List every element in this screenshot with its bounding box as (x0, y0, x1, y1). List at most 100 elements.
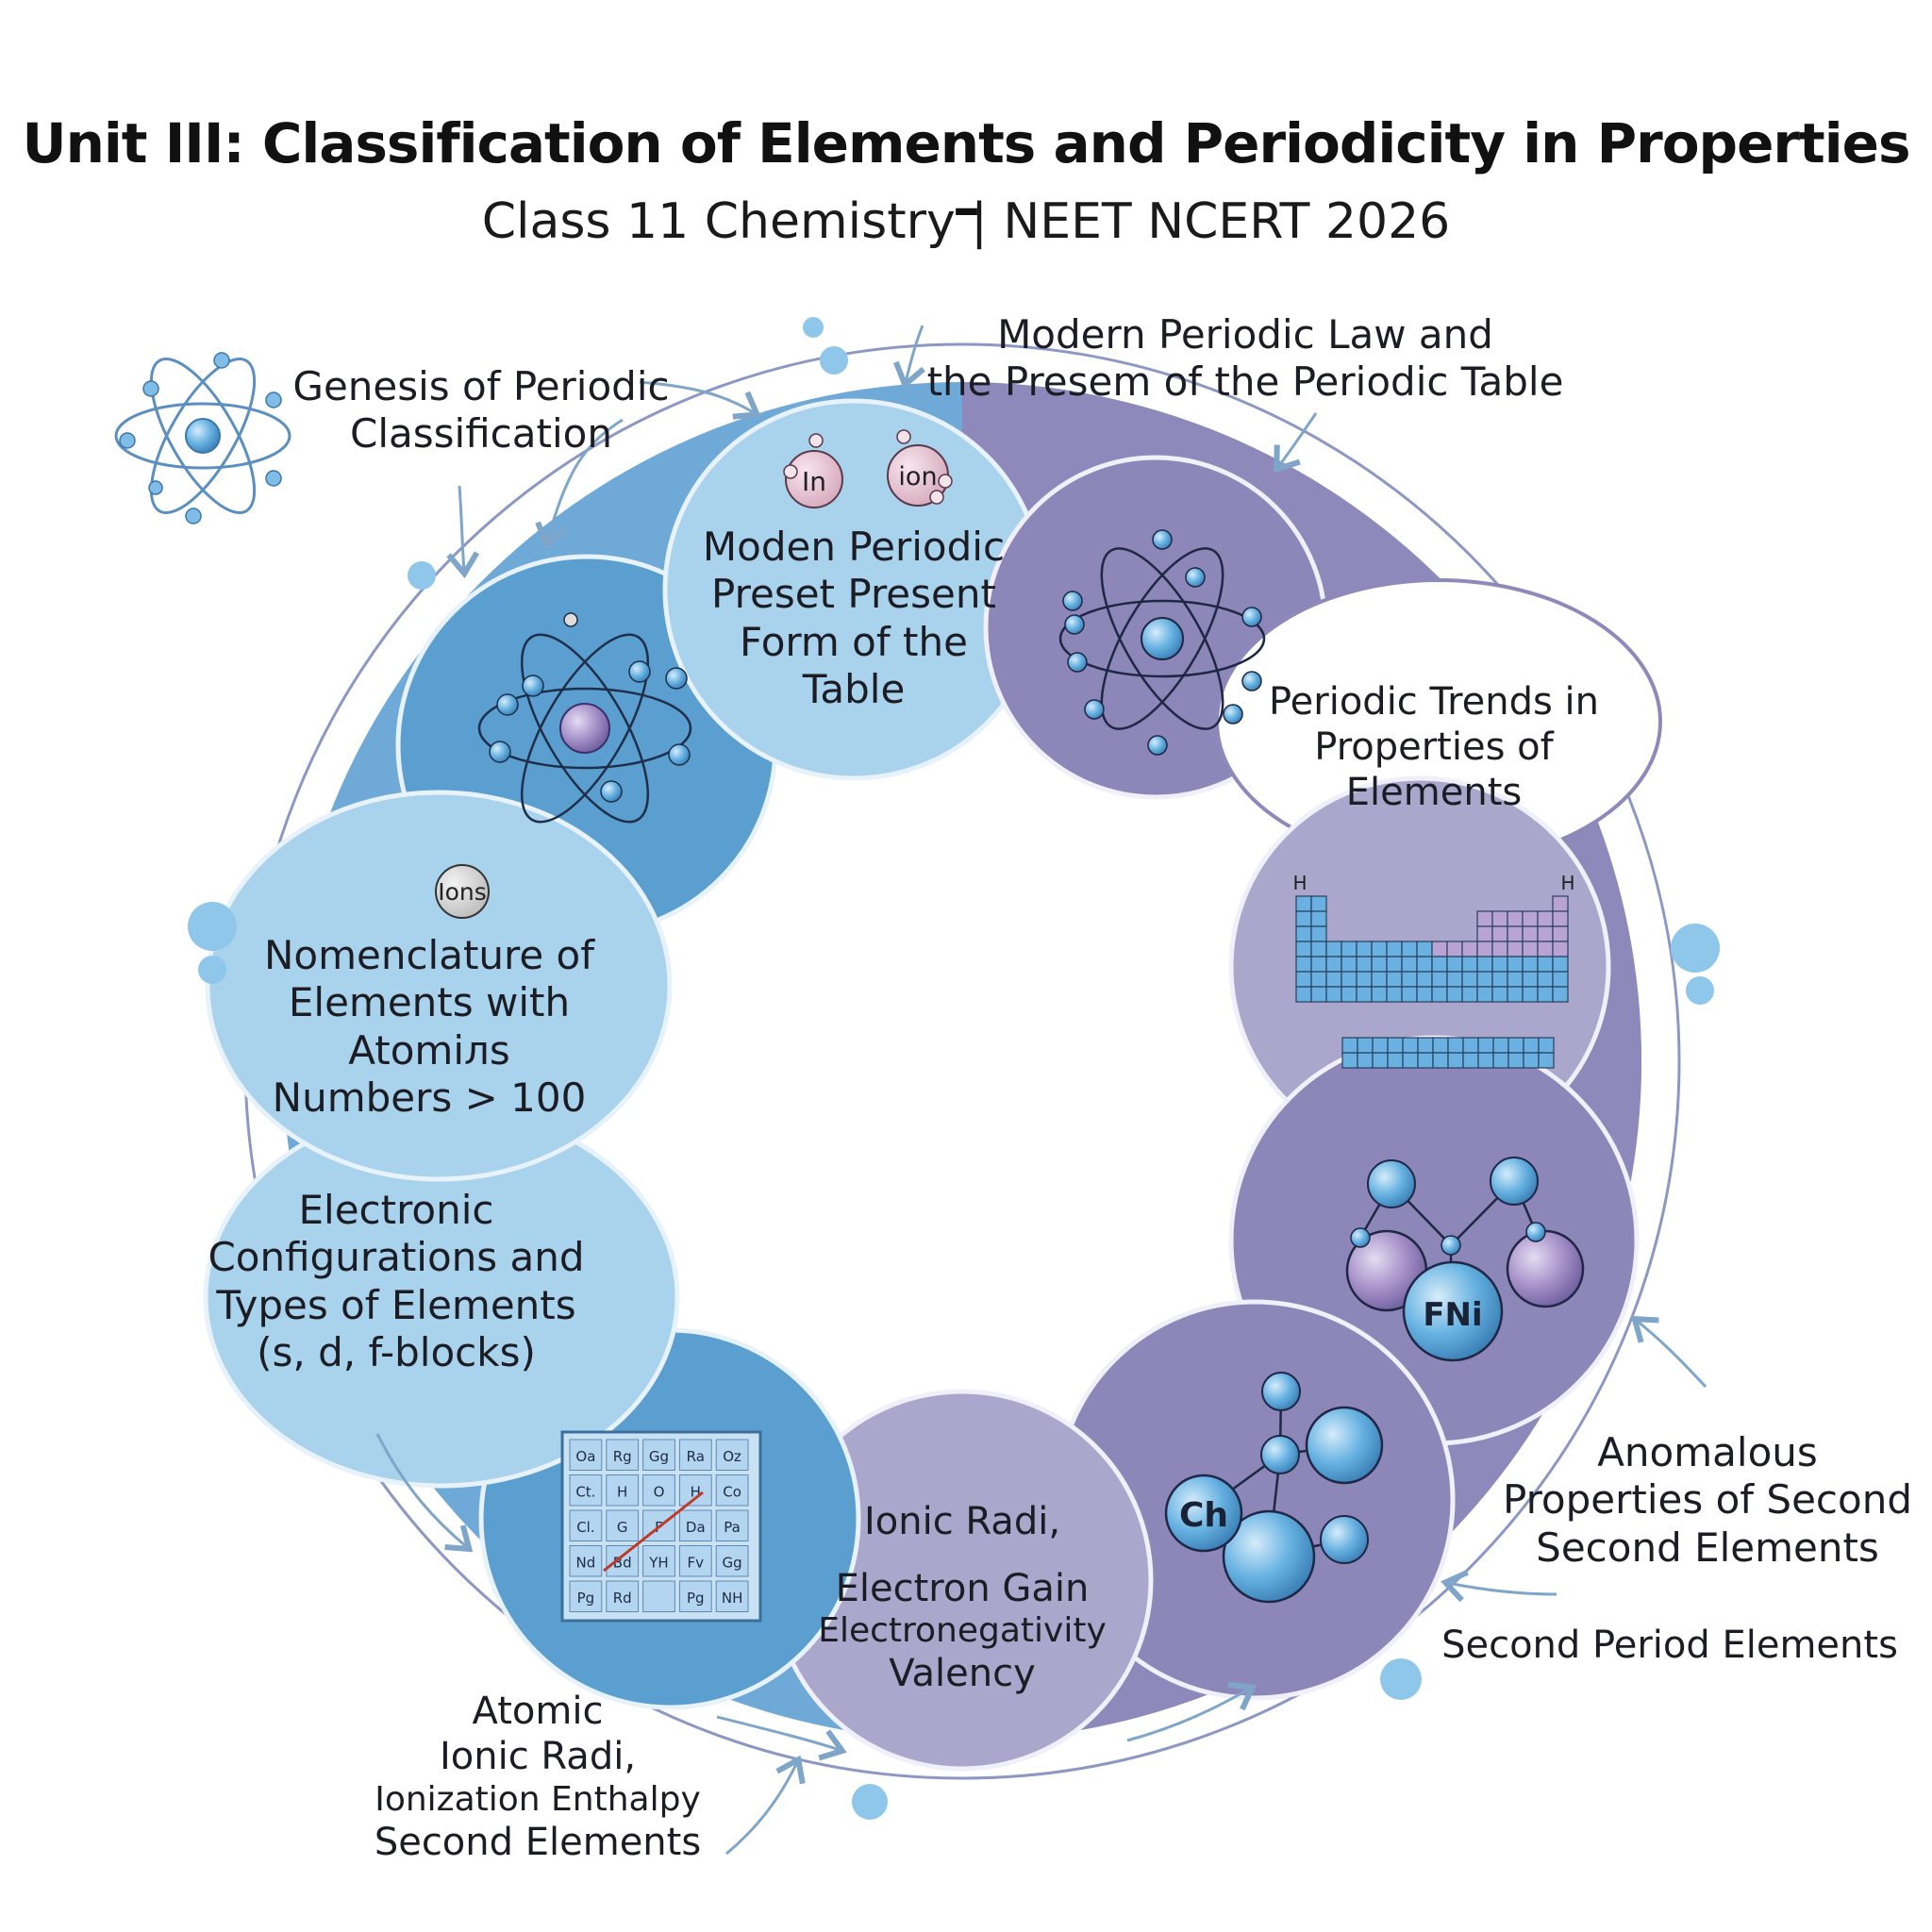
grid-symbol: YH (648, 1555, 668, 1572)
table-cell (1462, 1052, 1479, 1069)
grid-cell (606, 1545, 640, 1577)
h-label-left: H (1292, 872, 1307, 894)
grid-cell (678, 1474, 712, 1507)
ch-label: Ch (1179, 1496, 1228, 1535)
table-cell (1491, 925, 1508, 942)
table-cell (1295, 956, 1312, 973)
label-line: Moden Periodic (702, 524, 1006, 570)
table-cell (1477, 1037, 1494, 1054)
table-cell (1447, 1052, 1464, 1069)
flow-arrows (375, 325, 1707, 1856)
table-cell (1476, 956, 1493, 973)
table-cell (1357, 1037, 1374, 1054)
table-cell (1446, 986, 1463, 1003)
grid-cell (678, 1580, 712, 1612)
table-cell (1416, 971, 1433, 988)
segment-nomenclature[interactable] (205, 790, 673, 1182)
label-line: Electronegativity (818, 1611, 1107, 1651)
table-cell (1356, 941, 1373, 958)
label-line: Valency (889, 1651, 1036, 1695)
grid-symbol: G (617, 1519, 628, 1536)
svg-text:In: In (802, 466, 826, 497)
table-cell (1341, 986, 1357, 1003)
segment-label-modern-form: Moden Periodic Preset Present Form of th… (689, 524, 1019, 714)
grid-cell (569, 1545, 603, 1577)
table-cell (1507, 925, 1524, 942)
grid-cell (715, 1474, 749, 1507)
table-cell (1341, 1037, 1358, 1054)
segment-label-trends: Periodic Trends in Properties of Element… (1264, 679, 1604, 815)
table-cell (1417, 1052, 1434, 1069)
periodic-table-icon (1295, 895, 1569, 1069)
table-cell (1372, 1037, 1389, 1054)
label-line: Modern Periodic Law and (997, 311, 1493, 358)
table-cell (1552, 941, 1569, 958)
table-cell (1295, 941, 1312, 958)
grid-cell (642, 1580, 675, 1612)
grid-symbol: Pg (687, 1590, 705, 1607)
grid-symbol: Oa (575, 1448, 595, 1465)
table-cell (1372, 1052, 1389, 1069)
table-cell (1522, 941, 1539, 958)
table-cell (1341, 1052, 1358, 1069)
grid-symbol: H (691, 1484, 701, 1501)
grid-symbol: Ct. (575, 1484, 595, 1501)
label-line: Ionic Radi, (863, 1500, 1061, 1543)
grid-symbol: Gg (723, 1555, 742, 1572)
table-cell (1477, 1052, 1494, 1069)
grid-cell (678, 1545, 712, 1577)
table-cell (1552, 925, 1569, 942)
grid-cell (678, 1509, 712, 1541)
table-cell (1522, 910, 1539, 927)
in-badge: In (783, 433, 843, 508)
table-cell (1461, 971, 1478, 988)
table-cell (1476, 941, 1493, 958)
label-line: Atomiлs (348, 1026, 510, 1074)
label-line: Ionic Radi, (439, 1735, 637, 1778)
table-cell (1552, 971, 1569, 988)
table-cell (1401, 956, 1418, 973)
table-cell (1476, 986, 1493, 1003)
table-cell (1416, 956, 1433, 973)
grid-cell (606, 1439, 640, 1471)
label-line: Periodic Trends in (1268, 680, 1600, 724)
table-cell (1507, 1052, 1524, 1069)
ions-badge: Ions (435, 864, 490, 919)
label-line: Classification (350, 410, 612, 458)
table-cell (1476, 910, 1493, 927)
grid-symbol: Nd (576, 1555, 596, 1572)
label-line: the Presem of the Periodic Table (926, 358, 1564, 406)
label-line: Electron Gain (835, 1567, 1090, 1611)
grid-cell (642, 1474, 675, 1507)
table-cell (1387, 1037, 1404, 1054)
table-cell (1402, 1037, 1419, 1054)
table-cell (1522, 986, 1539, 1003)
grid-cell (678, 1439, 712, 1471)
label-line: Form of the (740, 618, 968, 665)
table-cell (1446, 956, 1463, 973)
table-cell (1537, 986, 1554, 1003)
table-cell (1537, 925, 1554, 942)
label-line: (s, d, f-blocks) (257, 1329, 536, 1376)
table-cell (1537, 971, 1554, 988)
label-line: Properties of Second (1502, 1476, 1912, 1524)
label-line: Properties of Elements (1314, 725, 1554, 814)
table-cell (1476, 925, 1493, 942)
table-cell (1552, 956, 1569, 973)
table-cell (1446, 941, 1463, 958)
table-cell (1386, 971, 1403, 988)
table-cell (1356, 986, 1373, 1003)
table-cell (1295, 910, 1312, 927)
atom-icon (1058, 529, 1266, 756)
grid-cell (606, 1474, 640, 1507)
table-cell (1341, 941, 1357, 958)
table-cell (1325, 986, 1342, 1003)
table-cell (1341, 971, 1357, 988)
table-cell (1310, 941, 1327, 958)
table-cell (1417, 1037, 1434, 1054)
table-cell (1523, 1037, 1540, 1054)
grid-symbol: Pg (577, 1590, 595, 1607)
table-cell (1402, 1052, 1419, 1069)
table-cell (1386, 956, 1403, 973)
atom-icon (477, 612, 692, 824)
